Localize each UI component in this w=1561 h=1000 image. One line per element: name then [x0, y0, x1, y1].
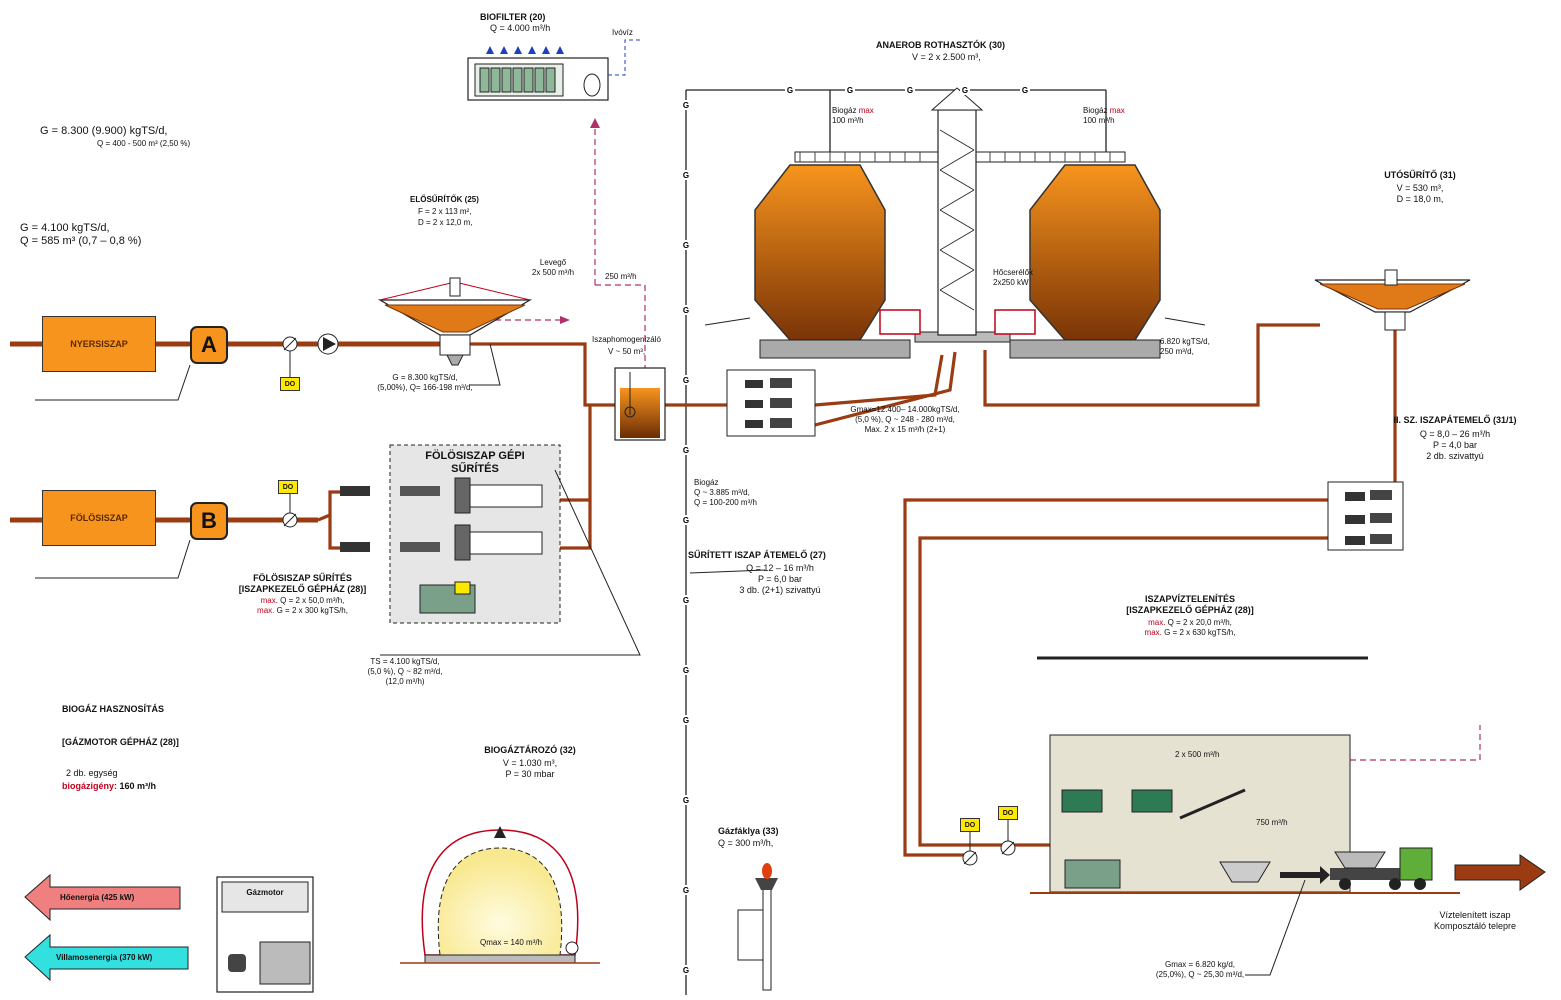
- output-arrow-icon: [1455, 855, 1545, 890]
- gas-marker-label: G: [683, 446, 689, 455]
- gas-marker-label: G: [683, 516, 689, 525]
- arrow-icon: [590, 118, 600, 128]
- electric-energy-label: Villamosenergia (370 kW): [56, 953, 152, 963]
- biofilter-unit: [468, 40, 640, 100]
- feed-primary-load: G = 8.300 (9.900) kgTS/d,: [40, 125, 168, 138]
- gas-flare-title: Gázfáklya (33): [718, 826, 779, 837]
- anaerobic-digesters: [705, 88, 1205, 358]
- biogas-demand: biogázigény: 160 m³/h: [62, 781, 156, 792]
- gas-marker-label: G: [683, 241, 689, 250]
- gas-marker-label: G: [847, 86, 853, 95]
- gas-marker-label: G: [1022, 86, 1028, 95]
- gas-marker-label: G: [683, 306, 689, 315]
- post-thickener: [1315, 270, 1470, 330]
- gas-engine-units: 2 db. egység: [66, 768, 118, 779]
- digester-volume: V = 2 x 2.500 m³,: [912, 52, 981, 63]
- gas-marker-label: G: [683, 796, 689, 805]
- feed-secondary-flow: Q = 585 m³ (0,7 – 0,8 %): [20, 235, 141, 248]
- biogas-storage-title: BIOGÁZTÁROZÓ (32): [470, 745, 590, 756]
- gas-marker-label: G: [683, 596, 689, 605]
- line-b-valve: [283, 493, 297, 527]
- gas-flare: [738, 863, 778, 990]
- gas-marker-label: G: [787, 86, 793, 95]
- dewatered-output: Gmax = 6.820 kg/d,(25,0%), Q ~ 25,30 m³/…: [1130, 960, 1270, 980]
- potable-water-label: Ivóvíz: [612, 28, 633, 38]
- arrow-icon: [560, 316, 570, 324]
- pre-thickener-diameter: D = 2 x 12,0 m,: [418, 218, 472, 228]
- gas-marker-label: G: [683, 886, 689, 895]
- do-sensor-d: DO: [998, 806, 1018, 820]
- hall-air-flow: 2 x 500 m³/h: [1175, 750, 1219, 760]
- lift-station-title: II. SZ. ISZAPÁTEMELŐ (31/1): [1365, 415, 1545, 426]
- gas-engine-house: [GÁZMOTOR GÉPHÁZ (28)]: [62, 737, 179, 748]
- air-flow-250: 250 m³/h: [605, 272, 637, 282]
- excess-thickening-capacity: max. Q = 2 x 50,0 m³/h,max. G = 2 x 300 …: [215, 596, 390, 616]
- thickened-output: TS = 4.100 kgTS/d,(5,0 %), Q ~ 82 m³/d,(…: [340, 657, 470, 687]
- digester-title: ANAEROB ROTHASZTÓK (30): [876, 40, 1005, 51]
- digester-output: 6.820 kgTS/d,250 m³/d,: [1160, 337, 1210, 357]
- gas-marker-label: G: [683, 966, 689, 975]
- do-sensor-a: DO: [280, 377, 300, 391]
- raw-sludge-box: NYERSISZAP: [42, 316, 156, 372]
- line-a-valve-pump: [283, 334, 338, 377]
- dewatering-title: ISZAPVÍZTELENÍTÉS[ISZAPKEZELŐ GÉPHÁZ (28…: [1100, 594, 1280, 616]
- biogas-storage-specs: V = 1.030 m³,P = 30 mbar: [470, 758, 590, 780]
- sludge-lift-pumps: [1328, 482, 1403, 550]
- homogenizer-volume: V ~ 50 m³,: [608, 347, 645, 357]
- gas-marker-label: G: [683, 171, 689, 180]
- excess-thickening-info: FÖLÖSISZAP SŰRÍTÉS[ISZAPKEZELŐ GÉPHÁZ (2…: [215, 573, 390, 595]
- pre-thickener-output: G = 8.300 kgTS/d,(5,00%), Q= 166-198 m³/…: [355, 373, 495, 393]
- biogas-utilization-title: BIOGÁZ HASZNOSÍTÁS: [62, 704, 164, 715]
- biofilter-title: BIOFILTER (20): [480, 12, 545, 23]
- truck: [1330, 848, 1432, 890]
- input-a-marker: A: [190, 326, 228, 364]
- sludge-homogenizer: [615, 368, 665, 440]
- gas-marker-label: G: [683, 101, 689, 110]
- gas-marker-label: G: [962, 86, 968, 95]
- air-lines: [475, 120, 1480, 835]
- gas-flare-flow: Q = 300 m³/h,: [718, 838, 773, 849]
- homogenizer-title: Iszaphomogenizáló: [592, 335, 661, 345]
- gas-marker-label: G: [907, 86, 913, 95]
- gas-engine-label: Gázmotor: [222, 888, 308, 898]
- pre-thickener-area: F = 2 x 113 m²,: [418, 207, 471, 217]
- heat-energy-label: Hőenergia (425 kW): [60, 893, 134, 903]
- digester-feed-pumps: [727, 370, 815, 436]
- feed-secondary-load: G = 4.100 kgTS/d,: [20, 222, 110, 235]
- pre-thickener: [380, 278, 530, 365]
- thickened-lift-specs: Q = 12 – 16 m³/hP = 6,0 bar3 db. (2+1) s…: [720, 563, 840, 596]
- thickened-lift-title: SŰRÍTETT ISZAP ÁTEMELŐ (27): [688, 550, 826, 561]
- dewatering-capacity: max. Q = 2 x 20,0 m³/h,max. G = 2 x 630 …: [1100, 618, 1280, 638]
- dewatering-hall: [1030, 658, 1460, 893]
- post-thickener-specs: V = 530 m³,D = 18,0 m,: [1360, 183, 1480, 205]
- gas-marker-label: G: [683, 666, 689, 675]
- feed-primary-flow: Q = 400 - 500 m³ (2,50 %): [97, 139, 190, 149]
- pre-thickener-title: ELŐSŰRÍTŐK (25): [410, 195, 479, 205]
- do-sensor-b: DO: [278, 480, 298, 494]
- hall-air-750: 750 m³/h: [1256, 818, 1288, 828]
- gas-marker-label: G: [683, 716, 689, 725]
- do-sensor-c: DO: [960, 818, 980, 832]
- excess-sludge-box: FÖLÖSISZAP: [42, 490, 156, 546]
- digester-feed-info: Gmax=12.400– 14.000kgTS/d,(5,0 %), Q ~ 2…: [825, 405, 985, 435]
- biogas-storage-qmax: Qmax = 140 m³/h: [480, 938, 542, 948]
- input-b-marker: B: [190, 502, 228, 540]
- post-thickener-title: UTÓSŰRÍTŐ (31): [1360, 170, 1480, 181]
- gas-marker-label: G: [683, 376, 689, 385]
- biofilter-flow: Q = 4.000 m³/h: [490, 23, 550, 34]
